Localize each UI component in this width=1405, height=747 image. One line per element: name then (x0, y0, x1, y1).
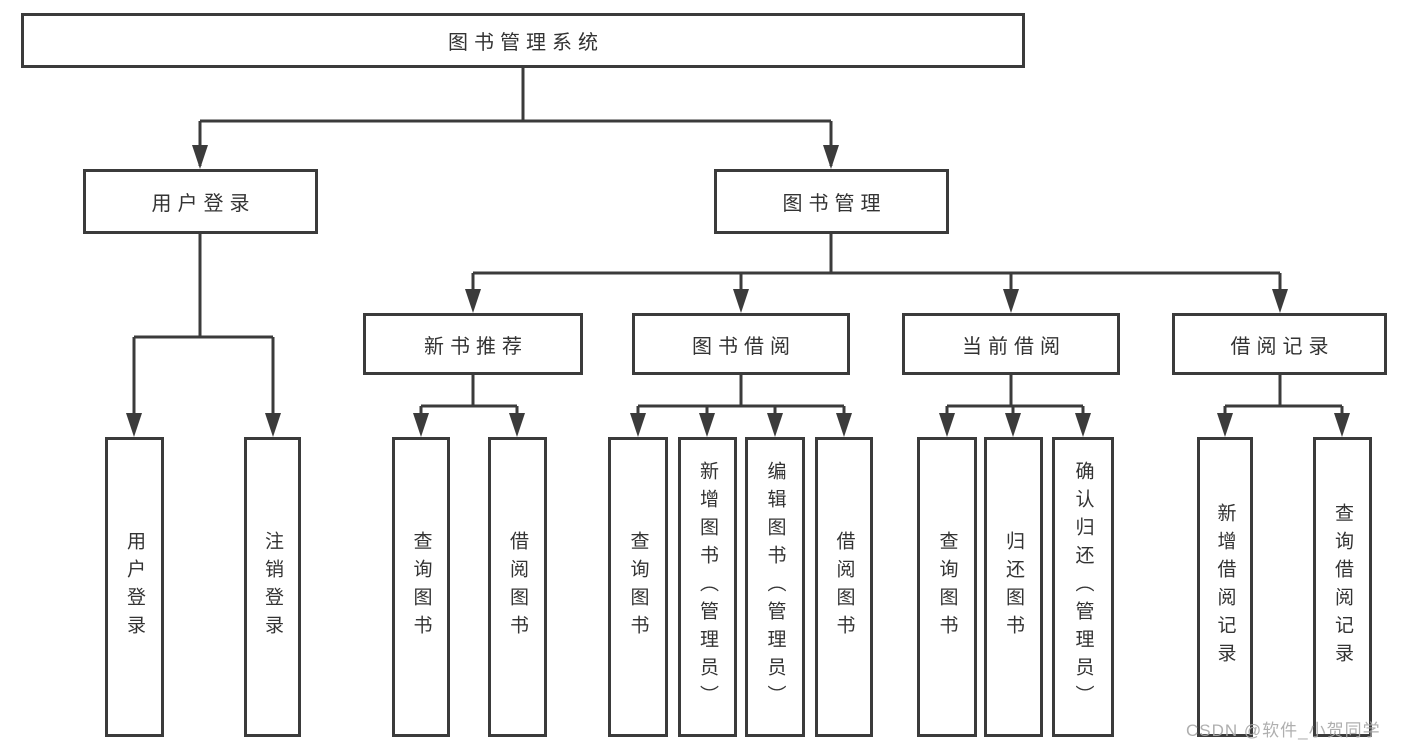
leaf-return-book: 归还图书 (984, 437, 1043, 737)
leaf-edit-book-admin: 编辑图书（管理员） (745, 437, 805, 737)
connector-root-to-level2 (192, 68, 839, 169)
node-user-login: 用户登录 (83, 169, 318, 234)
connector-book-mgmt-children (465, 234, 1288, 313)
leaf-add-borrow-record: 新增借阅记录 (1197, 437, 1253, 737)
connector-user-login-children (126, 234, 281, 437)
leaf-user-login: 用户登录 (105, 437, 164, 737)
node-book-borrow: 图书借阅 (632, 313, 850, 375)
leaf-label: 注销登录 (262, 531, 283, 643)
leaf-label: 借阅图书 (507, 531, 528, 643)
leaf-label: 确认归还（管理员） (1072, 461, 1094, 713)
node-current-borrow: 当前借阅 (902, 313, 1120, 375)
leaf-label: 查询图书 (410, 531, 432, 643)
leaf-logout: 注销登录 (244, 437, 301, 737)
connector-current-borrow-children (939, 375, 1091, 437)
leaf-label: 新增图书（管理员） (697, 461, 718, 713)
node-borrow-records: 借阅记录 (1172, 313, 1387, 375)
connector-book-borrow-children (630, 375, 852, 437)
leaf-label: 编辑图书（管理员） (764, 461, 786, 713)
leaf-label: 借阅图书 (833, 531, 855, 643)
leaf-confirm-return-admin: 确认归还（管理员） (1052, 437, 1114, 737)
leaf-label: 归还图书 (1003, 531, 1024, 643)
node-system-root: 图书管理系统 (21, 13, 1025, 68)
leaf-query-books-borrow: 查询图书 (608, 437, 668, 737)
connector-borrow-records-children (1217, 375, 1350, 437)
leaf-label: 查询图书 (936, 531, 958, 643)
connector-new-book-rec-children (413, 375, 525, 437)
csdn-watermark: CSDN @软件_小贺同学 (1186, 721, 1381, 740)
leaf-add-book-admin: 新增图书（管理员） (678, 437, 737, 737)
node-new-book-recommend: 新书推荐 (363, 313, 583, 375)
leaf-query-books-current: 查询图书 (917, 437, 977, 737)
node-book-management: 图书管理 (714, 169, 949, 234)
leaf-borrow-books-recommend: 借阅图书 (488, 437, 547, 737)
leaf-borrow-books: 借阅图书 (815, 437, 873, 737)
leaf-query-books-recommend: 查询图书 (392, 437, 450, 737)
leaf-label: 查询图书 (627, 531, 649, 643)
leaf-label: 查询借阅记录 (1332, 503, 1353, 671)
leaf-label: 新增借阅记录 (1214, 503, 1236, 671)
leaf-label: 用户登录 (124, 531, 145, 643)
leaf-query-borrow-record: 查询借阅记录 (1313, 437, 1372, 737)
